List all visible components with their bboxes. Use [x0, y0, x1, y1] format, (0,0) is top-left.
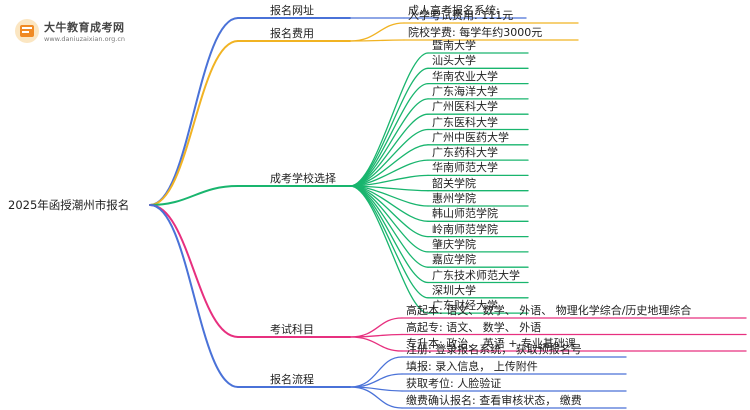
child-label-4-2: 获取考位: 人脸验证 — [406, 377, 502, 390]
child-label-2-1: 汕头大学 — [432, 54, 476, 68]
child-connector-4-1 — [349, 373, 403, 388]
child-label-4-3: 缴费确认报名: 查看审核状态， 缴费 — [406, 394, 582, 407]
child-label-2-0: 暨南大学 — [432, 39, 476, 52]
branch-connector-4 — [149, 204, 239, 388]
child-connector-3-2 — [349, 336, 403, 352]
child-label-2-6: 广州中医药大学 — [432, 130, 509, 144]
branch-label-4: 报名流程 — [270, 373, 314, 386]
child-label-2-15: 广东技术师范大学 — [432, 268, 520, 282]
child-label-2-12: 岭南师范学院 — [432, 222, 498, 236]
child-connector-2-14 — [349, 185, 429, 268]
branch-connector-1 — [149, 40, 239, 206]
child-label-2-10: 惠州学院 — [432, 192, 476, 205]
child-label-2-3: 广东海洋大学 — [432, 84, 498, 98]
child-label-1-0: 入学考试费用: 111元 — [408, 9, 514, 22]
root-node: 2025年函授潮州市报名 — [8, 198, 130, 212]
child-label-2-11: 韩山师范学院 — [432, 207, 498, 221]
branch-connector-3 — [149, 204, 239, 338]
child-label-2-7: 广东药科大学 — [432, 146, 498, 160]
child-label-2-2: 华南农业大学 — [432, 69, 498, 83]
child-connector-4-0 — [349, 356, 403, 388]
child-label-2-4: 广州医科大学 — [432, 100, 498, 114]
child-label-1-1: 院校学费: 每学年约3000元 — [408, 26, 543, 39]
child-label-2-8: 华南师范大学 — [432, 161, 498, 175]
child-label-2-5: 广东医科大学 — [432, 115, 498, 129]
child-label-2-14: 嘉应学院 — [432, 253, 476, 267]
child-label-3-0: 高起本: 语文、 数学、 外语、 物理化学综合/历史地理综合 — [406, 304, 692, 317]
branch-connector-0 — [149, 17, 239, 206]
child-connector-1-0 — [349, 22, 405, 42]
branch-connector-2 — [149, 185, 239, 206]
branch-label-3: 考试科目 — [270, 323, 314, 336]
child-connector-2-0 — [349, 52, 429, 187]
child-connector-3-1 — [349, 333, 403, 338]
child-label-2-9: 韶关学院 — [432, 176, 476, 190]
child-label-3-1: 高起专: 语文、 数学、 外语 — [406, 320, 542, 334]
branch-label-2: 成考学校选择 — [270, 172, 336, 185]
logo-url: www.daniuzaixian.org.cn — [44, 35, 126, 43]
child-label-3-2: 专升本: 政治、 英语 + 专业基础课 — [406, 337, 576, 350]
book-logo-icon — [15, 19, 39, 43]
child-label-0-0: 成人高考报名系统: — [408, 4, 500, 17]
logo-name: 大牛教育成考网 — [44, 21, 125, 34]
child-connector-2-2 — [349, 82, 429, 187]
child-connector-1-1 — [349, 39, 405, 42]
child-connector-2-4 — [349, 113, 429, 187]
child-connector-2-1 — [349, 67, 429, 187]
child-connector-4-3 — [349, 386, 403, 409]
child-label-2-16: 深圳大学 — [432, 283, 476, 297]
branch-label-0: 报名网址 — [270, 4, 314, 17]
child-label-4-1: 填报: 录入信息， 上传附件 — [406, 360, 538, 373]
child-label-2-17: 广东财经大学 — [432, 299, 498, 313]
child-connector-2-17 — [349, 185, 429, 314]
branch-label-1: 报名费用 — [270, 27, 314, 40]
child-label-4-0: 注册: 登录报名系统， 获取预报名号 — [406, 343, 582, 356]
child-label-2-13: 肇庆学院 — [432, 237, 476, 251]
site-logo: 大牛教育成考网 www.daniuzaixian.org.cn — [14, 16, 164, 50]
child-connector-2-3 — [349, 98, 429, 187]
child-connector-2-15 — [349, 185, 429, 284]
